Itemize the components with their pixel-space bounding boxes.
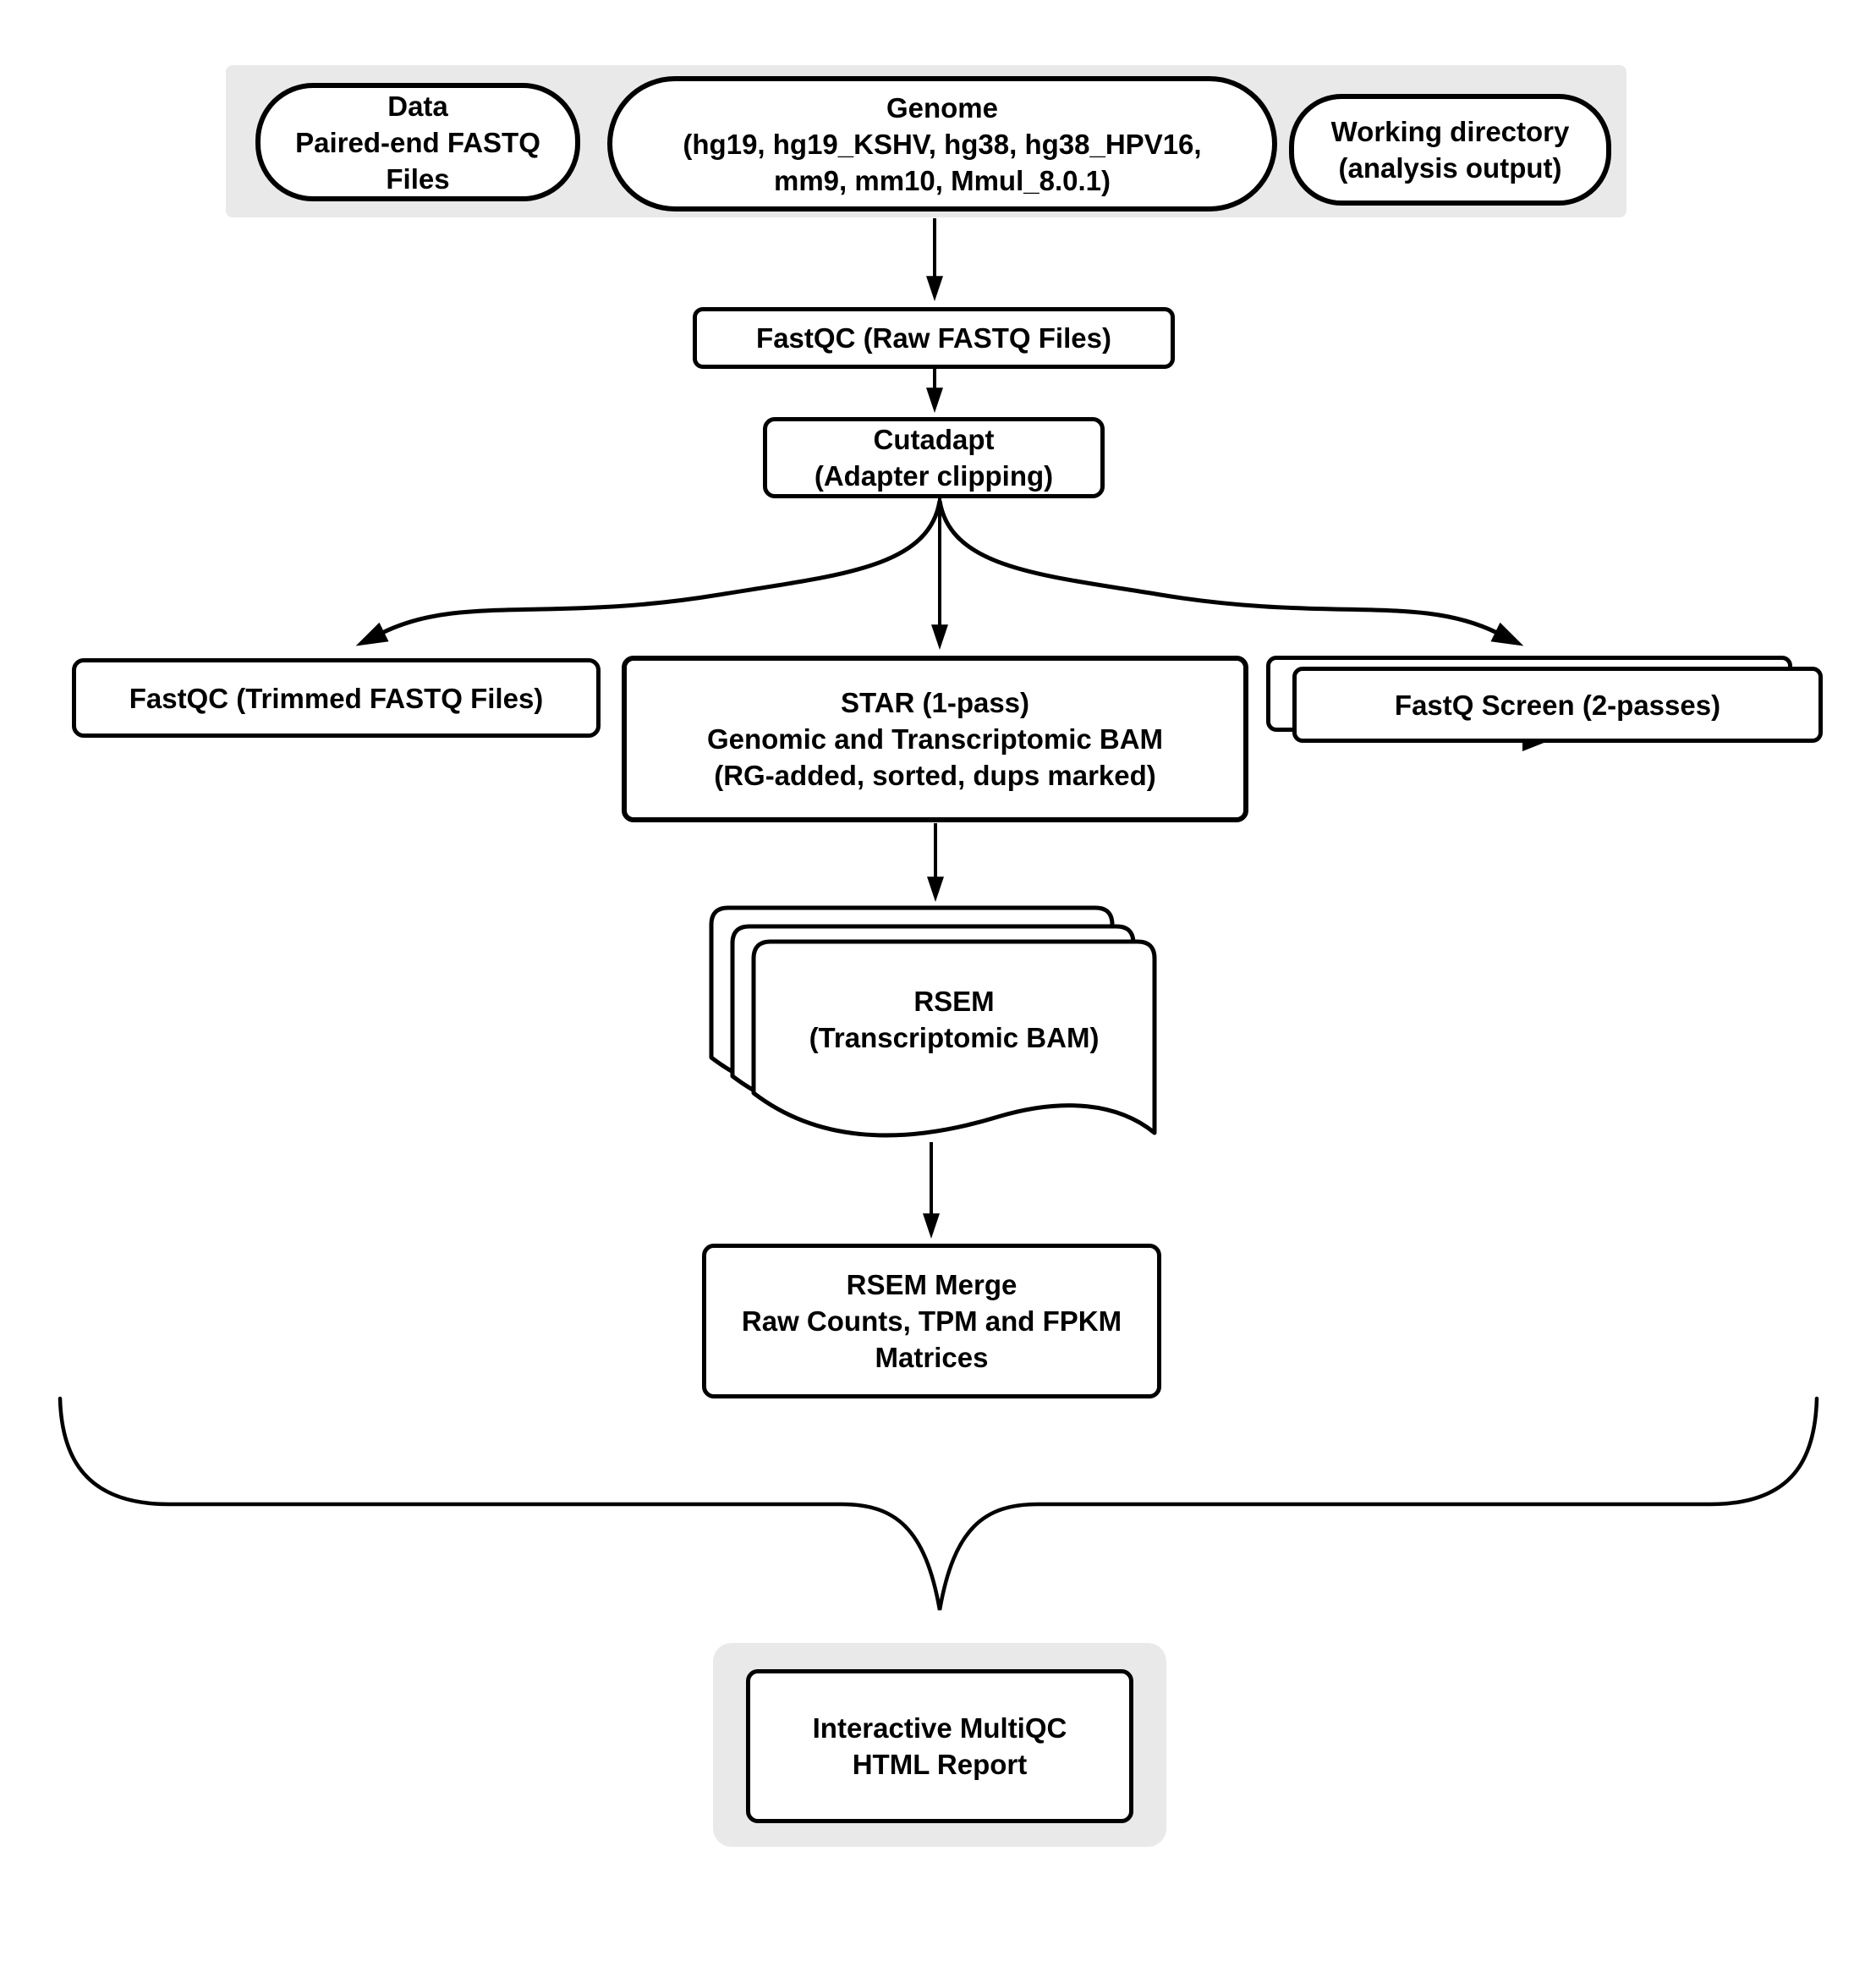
node-star: STAR (1-pass) Genomic and Transcriptomic… — [622, 656, 1248, 822]
node-rsem-label: RSEM (Transcriptomic BAM) — [809, 986, 1100, 1053]
edge-cutadapt-fastqscreen — [937, 500, 1524, 646]
node-cutadapt: Cutadapt (Adapter clipping) — [763, 417, 1105, 498]
node-rsem-merge: RSEM Merge Raw Counts, TPM and FPKM Matr… — [702, 1244, 1161, 1398]
node-multiqc-report: Interactive MultiQC HTML Report — [746, 1669, 1133, 1823]
node-fastq-screen: FastQ Screen (2-passes) — [1292, 667, 1823, 743]
edge-cutadapt-fastqctrimmed — [355, 500, 942, 646]
gather-brace — [58, 1396, 1819, 1611]
node-fastqc-raw: FastQC (Raw FASTQ Files) — [693, 307, 1175, 369]
node-working-directory: Working directory (analysis output) — [1289, 94, 1611, 206]
node-fastqc-trimmed: FastQC (Trimmed FASTQ Files) — [72, 658, 601, 738]
rsem-document-stack — [709, 905, 1157, 1138]
node-genome: Genome (hg19, hg19_KSHV, hg38, hg38_HPV1… — [607, 76, 1277, 212]
node-data-files: Data Paired-end FASTQ Files — [255, 83, 580, 201]
